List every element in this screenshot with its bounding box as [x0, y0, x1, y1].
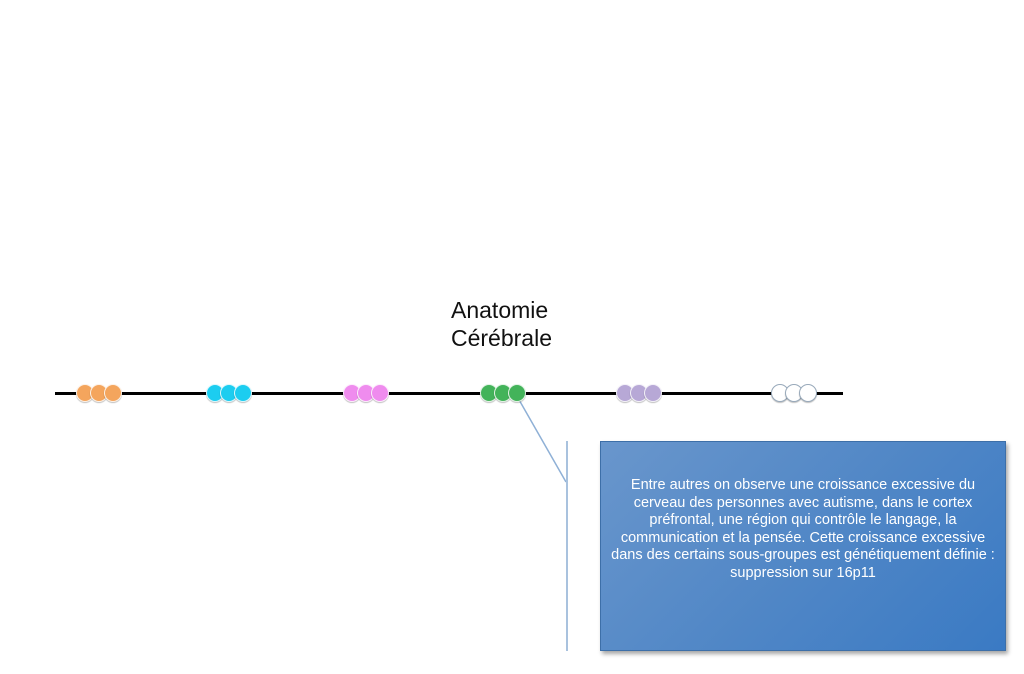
timeline-dot — [508, 384, 526, 402]
callout-text: Entre autres on observe une croissance e… — [611, 477, 995, 581]
callout-box: Entre autres on observe une croissance e… — [600, 441, 1006, 651]
timeline-marker-4[interactable] — [480, 384, 526, 402]
timeline-dot — [371, 384, 389, 402]
timeline-marker-3[interactable] — [343, 384, 389, 402]
timeline-marker-6[interactable] — [771, 384, 817, 402]
timeline-dot — [644, 384, 662, 402]
title-line-1: Anatomie — [451, 297, 549, 323]
timeline-dot — [799, 384, 817, 402]
callout-bracket — [566, 441, 568, 651]
timeline-dot — [104, 384, 122, 402]
title-line-2: Cérébrale — [451, 325, 552, 351]
timeline-title: Anatomie Cérébrale — [451, 296, 552, 352]
timeline-marker-2[interactable] — [206, 384, 252, 402]
timeline-axis — [55, 392, 843, 395]
timeline-marker-1[interactable] — [76, 384, 122, 402]
timeline-marker-5[interactable] — [616, 384, 662, 402]
timeline-dot — [234, 384, 252, 402]
